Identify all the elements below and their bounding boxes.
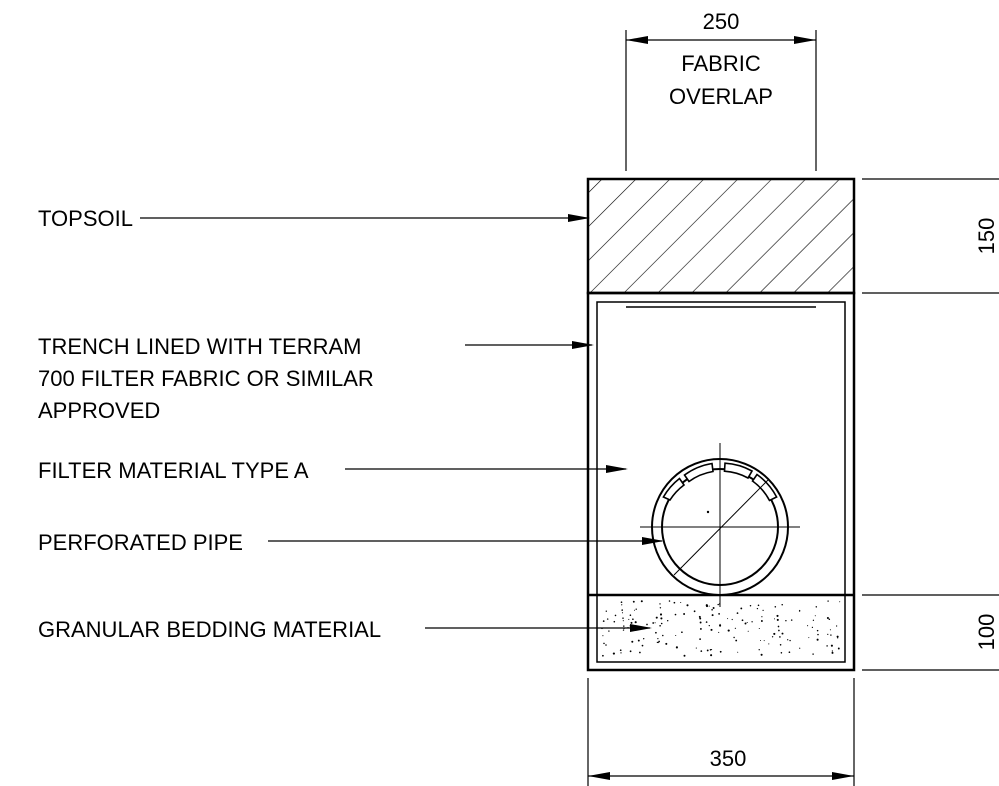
fabric-overlap-dimension — [625, 30, 817, 171]
trench-label-line1: TRENCH LINED WITH TERRAM — [38, 334, 362, 359]
fabric-overlap-text-line1: FABRIC — [681, 51, 761, 76]
bedding-stipple — [601, 600, 841, 657]
trench-label-line2: 700 FILTER FABRIC OR SIMILAR — [38, 366, 374, 391]
bedding-depth-value: 100 — [974, 614, 999, 651]
trench-outline — [586, 291, 856, 672]
fabric-overlap-text-line2: OVERLAP — [669, 84, 773, 109]
perforated-pipe — [640, 443, 800, 607]
fabric-overlap-value: 250 — [703, 9, 740, 34]
filter-fabric-lining — [596, 301, 846, 663]
granular-bedding-label: GRANULAR BEDDING MATERIAL — [38, 617, 381, 642]
topsoil-label: TOPSOIL — [38, 206, 133, 231]
topsoil-layer — [586, 177, 856, 295]
perforated-pipe-label: PERFORATED PIPE — [38, 530, 243, 555]
trench-width-value: 350 — [710, 746, 747, 771]
trench-label-line3: APPROVED — [38, 398, 160, 423]
trench-width-dimension — [587, 678, 855, 786]
depth-dimension-lines — [862, 178, 999, 671]
topsoil-depth-value: 150 — [974, 218, 999, 255]
filter-material-label: FILTER MATERIAL TYPE A — [38, 458, 309, 483]
